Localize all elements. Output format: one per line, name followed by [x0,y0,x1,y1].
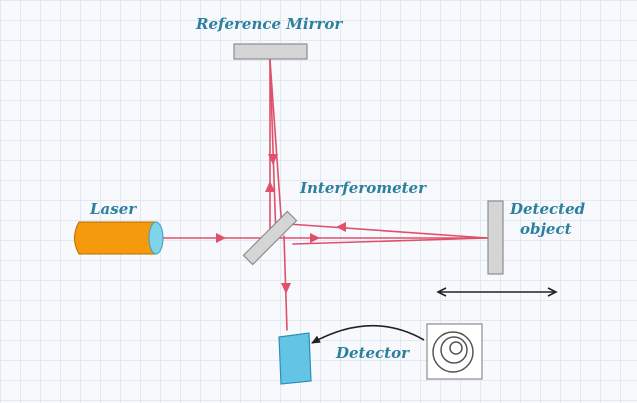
detected-object [487,200,504,275]
curved-arrow-to-detector [311,324,425,344]
arrow-object-return [336,222,346,232]
label-detected-object-line1: Detected [510,200,586,218]
beam-object-return-lower [292,237,488,245]
label-laser: Laser [90,200,137,218]
detector [278,332,312,385]
arrow-to-reference [265,181,275,192]
label-interferometer: Interferometer [300,179,426,197]
arrow-reference-return [268,154,278,165]
beam-arrowheads [216,154,346,294]
label-reference-mirror: Reference Mirror [196,15,343,33]
arrow-laser-beam [216,233,226,243]
beam-reference-return [269,59,277,239]
arrow-to-detector [281,283,291,294]
motion-double-arrow [436,287,558,297]
label-detector: Detector [336,344,409,362]
label-detected-object-line2: object [520,220,572,238]
arrow-to-object [310,233,320,243]
beam-object-return-upper [287,223,488,239]
laser-source [74,221,164,255]
laser-beams [161,59,488,331]
beam-splitter [242,210,298,266]
beam-reference-return-2 [269,59,283,231]
fringe-pattern-display [426,323,483,380]
reference-mirror [233,43,308,60]
